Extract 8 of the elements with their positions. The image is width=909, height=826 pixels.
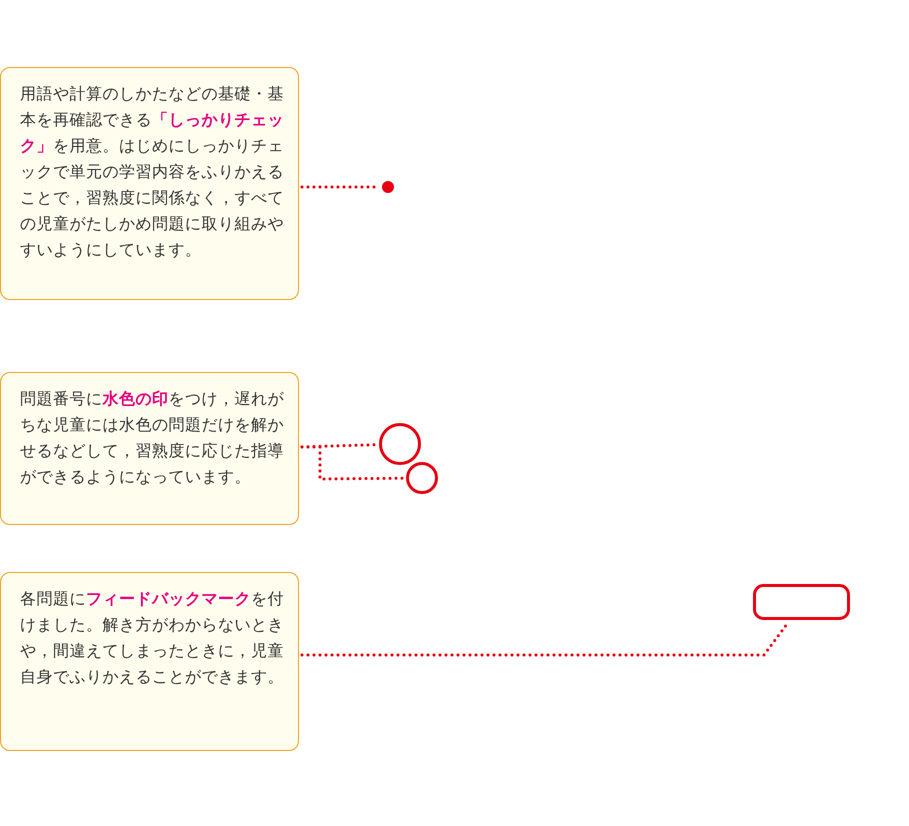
dot-icon: [382, 181, 394, 193]
leader-line: [300, 446, 404, 480]
highlight-circle: [379, 423, 421, 465]
highlight-circle: [406, 462, 438, 494]
note-box: 問題番号に水色の印をつけ，遅れがちな児童には水色の問題だけを解かせるなどして，習熟度に応じた指導ができるようになっています。: [0, 372, 299, 525]
highlight-frame: [753, 584, 850, 620]
note-box: 各問題にフィードバックマークを付けました。解き方がわからないときや，間違えてしまったときに，児童自身でふりかえることができます。: [0, 572, 299, 751]
note-box: 用語や計算のしかたなどの基礎・基本を再確認できる「しっかりチェック」を用意。はじめにしっかりチェックで単元の学習内容をふりかえることで，習熟度に関係なく，すべての児童がたしかめ問題に取り組みやすいようにしています。: [0, 67, 299, 300]
